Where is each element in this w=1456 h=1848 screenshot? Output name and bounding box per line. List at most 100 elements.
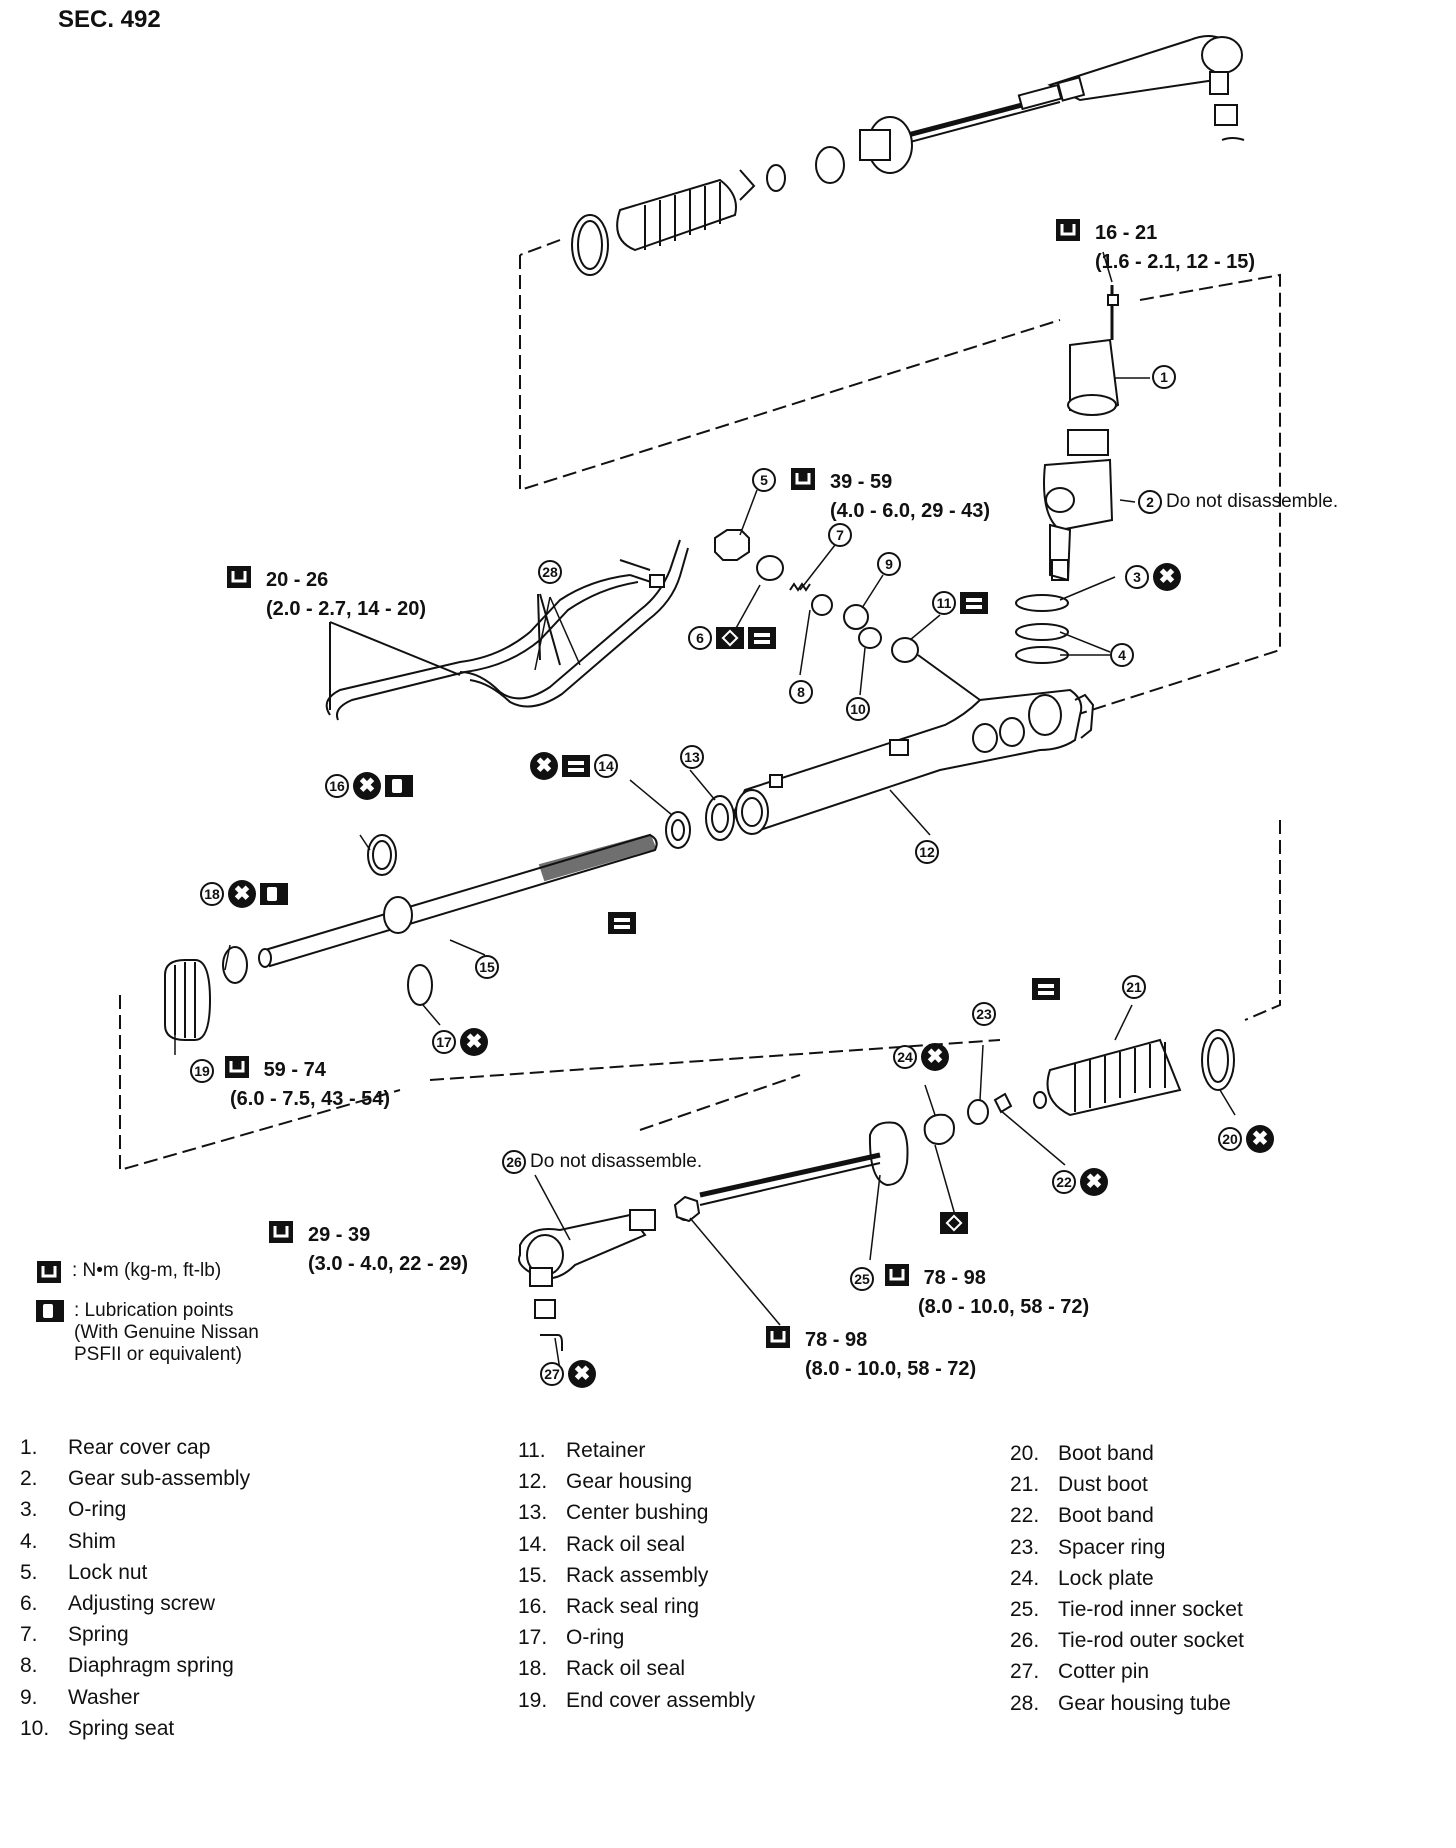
torque-sub: (2.0 - 2.7, 14 - 20) (266, 598, 427, 620)
rack-oil-seal-18 (223, 947, 247, 983)
label-22: 22✖ (1052, 1168, 1108, 1196)
symbol-legend: : N•m (kg-m, ft-lb) : Lubrication points… (36, 1260, 259, 1370)
list-item: 1.Rear cover cap (20, 1436, 211, 1459)
legend-torque: : N•m (kg-m, ft-lb) (36, 1260, 259, 1290)
callout-6: 6 (688, 626, 712, 650)
lower-frame-left (120, 995, 400, 1170)
section-number: SEC. 492 (58, 6, 161, 33)
list-item: 15.Rack assembly (518, 1563, 709, 1587)
torque-main: 59 - 74 (263, 1058, 326, 1081)
boot-band-22 (995, 1094, 1011, 1112)
end-cover-assembly (165, 960, 210, 1040)
torque-spec-rear-cover: 16 - 21 (1.6 - 2.1, 12 - 15) (1055, 218, 1255, 275)
callout-28: 28 (538, 560, 562, 584)
spacer-ring (968, 1100, 988, 1124)
rack-seal-ring (368, 835, 396, 875)
torque-sub: (8.0 - 10.0, 58 - 72) (918, 1296, 1090, 1318)
grease-point-icon (608, 912, 636, 934)
list-item: 2.Gear sub-assembly (20, 1467, 251, 1491)
torque-sub: (8.0 - 10.0, 58 - 72) (805, 1358, 977, 1380)
callout-25: 25 (850, 1266, 874, 1291)
do-not-reuse-x-icon: ✖ (568, 1360, 596, 1388)
callout-9: 9 (877, 552, 901, 576)
gear-housing (735, 690, 1093, 834)
list-item: 25.Tie-rod inner socket (1010, 1598, 1243, 1622)
leader-lines (175, 252, 1235, 1370)
upper-tie-rod (740, 36, 1244, 200)
washer-9 (844, 605, 868, 629)
locking-sealant-icon (940, 1212, 968, 1234)
note-do-not-disassemble: Do not disassemble. (1166, 491, 1339, 512)
label-7: 7 (828, 523, 852, 547)
callout-17: 17 (432, 1030, 456, 1054)
lubrication-point-icon (36, 1300, 64, 1322)
list-item: 11.Retainer (518, 1439, 646, 1462)
legend-lube-text-3: PSFII or equivalent) (74, 1344, 242, 1365)
torque-spec-tie-rod-nut: 78 - 98 (8.0 - 10.0, 58 - 72) (765, 1325, 976, 1382)
o-ring-17 (408, 965, 432, 1005)
tie-rod-inner-socket (870, 1123, 908, 1186)
callout-5: 5 (752, 468, 776, 492)
list-item: 23.Spacer ring (1010, 1535, 1166, 1559)
torque-wrench-icon (224, 1055, 250, 1086)
rack-assembly (259, 835, 657, 967)
torque-spec-housing-tube: 20 - 26 (2.0 - 2.7, 14 - 20) (226, 565, 426, 622)
list-item: 8.Diaphragm spring (20, 1654, 234, 1678)
list-item: 28.Gear housing tube (1010, 1691, 1231, 1715)
callout-24: 24 (893, 1045, 917, 1069)
callout-18: 18 (200, 882, 224, 906)
label-12: 12 (915, 840, 939, 864)
gear-housing-tube (327, 540, 688, 720)
list-item: 20.Boot band (1010, 1442, 1154, 1465)
callout-7: 7 (828, 523, 852, 547)
list-item: 7.Spring (20, 1623, 129, 1647)
lock-nut (715, 530, 749, 560)
callout-15: 15 (475, 955, 499, 979)
retainer (892, 638, 918, 662)
spring-seat (859, 628, 881, 648)
label-3: 3✖ (1125, 563, 1181, 591)
label-14: ✖ 14 (530, 752, 618, 780)
list-item: 14.Rack oil seal (518, 1532, 686, 1556)
diaphragm-spring (812, 595, 832, 615)
lubrication-point-icon (385, 775, 413, 797)
callout-20: 20 (1218, 1127, 1242, 1151)
lower-tie-rod (519, 1210, 655, 1351)
lock-plate (925, 1115, 954, 1144)
list-item: 3.O-ring (20, 1498, 127, 1522)
callout-27: 27 (540, 1362, 564, 1386)
legend-lubrication: : Lubrication points (With Genuine Nissa… (36, 1300, 259, 1366)
legend-lube-text-1: : Lubrication points (74, 1300, 234, 1321)
label-16: 16✖ (325, 772, 413, 800)
callout-19: 19 (190, 1058, 214, 1083)
upper-frame (520, 255, 1060, 490)
label-1: 1 (1152, 365, 1176, 389)
grease-point-icon (960, 592, 988, 614)
label-23: 23 (972, 1002, 996, 1026)
torque-main: 78 - 98 (923, 1266, 986, 1289)
torque-spec-outer-socket: 29 - 39 (3.0 - 4.0, 22 - 29) (268, 1220, 468, 1277)
upper-frame-right (1060, 275, 1280, 720)
do-not-reuse-x-icon: ✖ (530, 752, 558, 780)
lower-frame (1245, 820, 1280, 1020)
legend-torque-text: : N•m (kg-m, ft-lb) (72, 1260, 222, 1281)
callout-23: 23 (972, 1002, 996, 1026)
label-10: 10 (846, 697, 870, 721)
list-item: 16.Rack seal ring (518, 1595, 700, 1619)
torque-sub: (3.0 - 4.0, 22 - 29) (308, 1253, 469, 1275)
callout-3: 3 (1125, 565, 1149, 589)
do-not-reuse-x-icon: ✖ (1080, 1168, 1108, 1196)
callout-14: 14 (594, 754, 618, 778)
torque-wrench-icon (790, 467, 816, 498)
label-11: 11 (932, 591, 988, 615)
label-8: 8 (789, 680, 813, 704)
upper-dust-boot (572, 180, 736, 275)
callout-4: 4 (1110, 643, 1134, 667)
list-item: 6.Adjusting screw (20, 1592, 216, 1616)
torque-wrench-icon (765, 1325, 791, 1356)
callout-16: 16 (325, 774, 349, 798)
torque-spec-lock-nut: 39 - 59 (4.0 - 6.0, 29 - 43) (790, 467, 990, 524)
parts-list-col-3: 20.Boot band 21.Dust boot 22.Boot band 2… (1010, 1438, 1244, 1719)
label-17: 17✖ (432, 1028, 488, 1056)
